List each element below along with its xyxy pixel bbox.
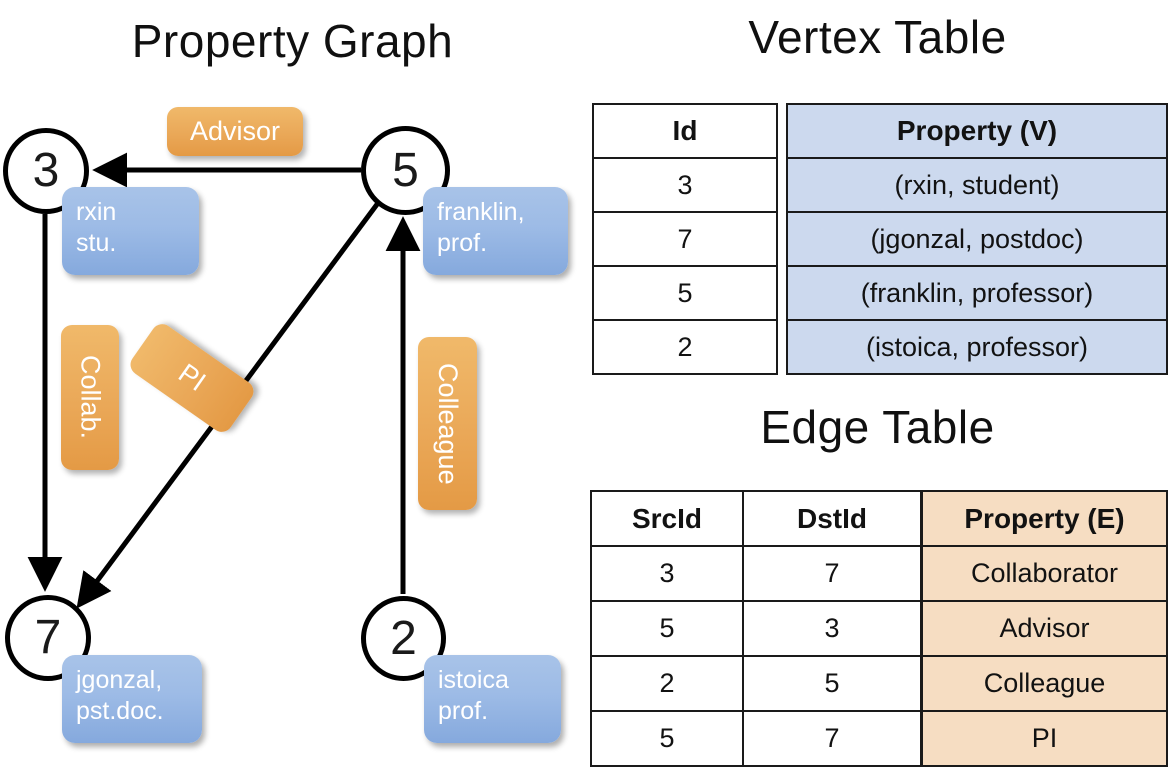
- vertex-cell-id: 7: [592, 211, 778, 267]
- node-property-line-2: stu.: [76, 228, 117, 257]
- property-graph-diagram: 3 5 7 2 rxin stu. franklin, prof. jgonza…: [0, 0, 585, 760]
- graph-node-2[interactable]: 2: [361, 596, 446, 681]
- edge-label-advisor[interactable]: Advisor: [167, 107, 303, 156]
- edge-cell-property: Colleague: [921, 655, 1168, 712]
- vertex-table-id-column: Id 3 7 5 2: [592, 103, 778, 375]
- edge-label-colleague-text: Colleague: [433, 362, 463, 485]
- table-row: (rxin, student): [786, 157, 1168, 213]
- edge-label-pi-text: PI: [173, 357, 212, 398]
- table-row: (franklin, professor): [786, 265, 1168, 321]
- edge-cell-srcid: 3: [590, 545, 744, 602]
- table-header-row: Id: [592, 103, 778, 159]
- table-row: PI: [921, 710, 1168, 767]
- node-property-line-2: pst.doc.: [76, 696, 164, 725]
- edge-header-dstid: DstId: [742, 490, 922, 547]
- edge-cell-dstid: 5: [742, 655, 922, 712]
- vertex-header-id: Id: [592, 103, 778, 159]
- table-row: 5: [592, 265, 778, 321]
- node-property-box-jgonzal[interactable]: jgonzal, pst.doc.: [62, 655, 202, 743]
- table-row: 3: [592, 157, 778, 213]
- table-row: (istoica, professor): [786, 319, 1168, 375]
- graph-node-5[interactable]: 5: [361, 126, 450, 215]
- edge-cell-srcid: 2: [590, 655, 744, 712]
- vertex-cell-id: 2: [592, 319, 778, 375]
- vertex-cell-property: (jgonzal, postdoc): [786, 211, 1168, 267]
- vertex-cell-property: (rxin, student): [786, 157, 1168, 213]
- edge-cell-dstid: 7: [742, 545, 922, 602]
- table-row: Collaborator: [921, 545, 1168, 602]
- node-property-box-istoica[interactable]: istoica prof.: [424, 655, 561, 743]
- edge-header-property: Property (E): [921, 490, 1168, 547]
- table-row: 3 7: [590, 545, 922, 602]
- table-row: (jgonzal, postdoc): [786, 211, 1168, 267]
- node-property-box-rxin[interactable]: rxin stu.: [62, 187, 199, 275]
- edge-cell-property: Collaborator: [921, 545, 1168, 602]
- node-property-line-1: istoica: [438, 666, 509, 694]
- edge-header-srcid: SrcId: [590, 490, 744, 547]
- table-header-row: Property (E): [921, 490, 1168, 547]
- page-title-edge-table: Edge Table: [760, 401, 995, 453]
- node-property-line-1: franklin,: [437, 198, 525, 226]
- graph-node-5-label: 5: [392, 143, 419, 197]
- edge-cell-property: Advisor: [921, 600, 1168, 657]
- node-property-line-1: rxin: [76, 198, 117, 226]
- table-row: 2 5: [590, 655, 922, 712]
- edge-label-colleague[interactable]: Colleague: [418, 337, 477, 510]
- edge-label-collab-text: Collab.: [75, 355, 106, 440]
- node-property-line-1: jgonzal,: [76, 666, 163, 694]
- node-property-line-2: prof.: [437, 228, 488, 257]
- edge-cell-property: PI: [921, 710, 1168, 767]
- vertex-table-property-column: Property (V) (rxin, student) (jgonzal, p…: [786, 103, 1168, 375]
- vertex-cell-id: 3: [592, 157, 778, 213]
- page-title-vertex-table: Vertex Table: [748, 11, 1007, 63]
- edge-table-property-column: Property (E) Collaborator Advisor Collea…: [921, 490, 1168, 767]
- graph-node-2-label: 2: [390, 611, 417, 665]
- table-header-row: Property (V): [786, 103, 1168, 159]
- edge-cell-srcid: 5: [590, 710, 744, 767]
- table-row: Advisor: [921, 600, 1168, 657]
- edge-table-id-columns: SrcId DstId 3 7 5 3 2 5 5 7: [590, 490, 922, 767]
- table-row: 7: [592, 211, 778, 267]
- vertex-cell-property: (istoica, professor): [786, 319, 1168, 375]
- edge-cell-dstid: 3: [742, 600, 922, 657]
- graph-node-7-label: 7: [34, 611, 62, 664]
- table-row: 5 7: [590, 710, 922, 767]
- vertex-cell-property: (franklin, professor): [786, 265, 1168, 321]
- table-header-row: SrcId DstId: [590, 490, 922, 547]
- table-row: 5 3: [590, 600, 922, 657]
- node-property-line-2: prof.: [438, 696, 489, 725]
- table-row: 2: [592, 319, 778, 375]
- page-title-property-graph: Property Graph: [131, 15, 454, 67]
- node-property-box-franklin[interactable]: franklin, prof.: [423, 187, 568, 275]
- table-row: Colleague: [921, 655, 1168, 712]
- edge-cell-srcid: 5: [590, 600, 744, 657]
- edge-cell-dstid: 7: [742, 710, 922, 767]
- graph-node-3-label: 3: [32, 144, 60, 197]
- vertex-header-property: Property (V): [786, 103, 1168, 159]
- edge-label-collab[interactable]: Collab.: [61, 325, 119, 470]
- vertex-cell-id: 5: [592, 265, 778, 321]
- edge-label-advisor-text: Advisor: [189, 116, 281, 146]
